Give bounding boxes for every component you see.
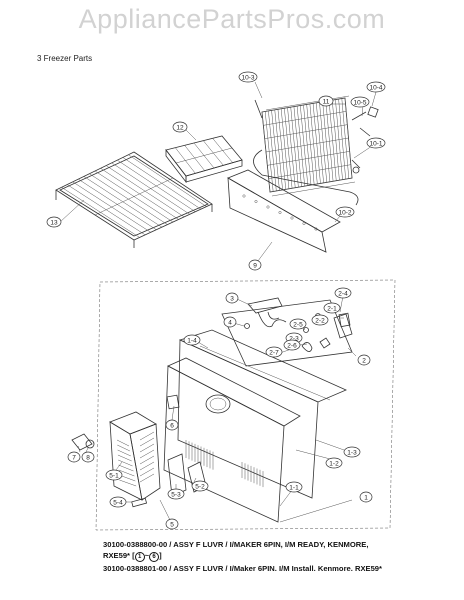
svg-text:1-4: 1-4: [187, 338, 197, 345]
callout-9: 9: [248, 259, 262, 271]
section-title: 3 Freezer Parts: [37, 54, 93, 63]
svg-text:2-1: 2-1: [327, 306, 337, 313]
evaporator-coil: [253, 95, 361, 206]
svg-text:1-2: 1-2: [329, 461, 339, 468]
svg-text:10-1: 10-1: [369, 141, 382, 148]
caption-line-1-cont: RXE59* [1~6]: [103, 551, 162, 562]
svg-text:5-4: 5-4: [113, 500, 123, 507]
callout-12: 12: [172, 121, 188, 133]
small-parts: [71, 394, 180, 508]
callout-1-3: 1-3: [343, 446, 361, 458]
svg-text:12: 12: [176, 125, 184, 132]
svg-text:1-3: 1-3: [347, 450, 357, 457]
callout-10-2: 10-2: [335, 206, 355, 218]
svg-text:2-5: 2-5: [293, 322, 303, 329]
callout-10-3: 10-3: [238, 71, 258, 83]
front-panel: [163, 357, 301, 523]
wire-shelf: [55, 151, 213, 248]
defrost-parts: [351, 106, 379, 174]
callout-8: 8: [81, 451, 95, 463]
svg-text:6: 6: [170, 423, 174, 430]
callout-2-7: 2-7: [265, 346, 283, 358]
callout-1-4: 1-4: [183, 334, 201, 346]
evaporator-cover: [227, 169, 341, 253]
caption-line-2: 30100-0388801-00 / ASSY F LUVR / I/Maker…: [103, 564, 382, 573]
svg-text:2-4: 2-4: [338, 291, 348, 298]
leader-lines: [59, 81, 377, 523]
callout-1-1: 1-1: [285, 481, 303, 493]
callout-7: 7: [67, 451, 81, 463]
ice-tray: [165, 135, 243, 184]
callout-5-4: 5-4: [109, 496, 127, 508]
callout-10-5: 10-5: [350, 96, 370, 108]
callout-4: 4: [223, 316, 237, 328]
svg-text:10-2: 10-2: [338, 210, 351, 217]
svg-text:13: 13: [50, 220, 58, 227]
callout-5-2: 5-2: [191, 480, 209, 492]
callout-1-2: 1-2: [325, 457, 343, 469]
svg-text:1-1: 1-1: [289, 485, 299, 492]
ice-dispenser-housing: [109, 411, 161, 501]
svg-text:4: 4: [228, 320, 232, 327]
callout-2-4: 2-4: [334, 287, 352, 299]
svg-text:10-3: 10-3: [241, 75, 254, 82]
caption-suffix: ]: [159, 551, 162, 560]
svg-text:10-5: 10-5: [353, 100, 366, 107]
callout-5-3: 5-3: [167, 488, 185, 500]
svg-text:2-3: 2-3: [289, 336, 299, 343]
svg-text:2-6: 2-6: [287, 343, 297, 350]
rear-panel: [177, 329, 347, 499]
callout-5-1: 5-1: [105, 469, 123, 481]
svg-text:2-2: 2-2: [315, 318, 325, 325]
svg-text:10-4: 10-4: [369, 85, 382, 92]
caption-prefix: RXE59* [: [103, 551, 135, 560]
svg-text:9: 9: [253, 263, 257, 270]
svg-text:2: 2: [362, 358, 366, 365]
watermark-text: AppliancePartsPros.com: [78, 4, 386, 34]
svg-text:5-2: 5-2: [195, 484, 205, 491]
range-separator: ~: [144, 551, 150, 560]
callout-2-2: 2-2: [311, 314, 329, 326]
callout-2-6: 2-6: [283, 339, 301, 351]
callout-1: 1: [359, 491, 373, 503]
callout-2-1: 2-1: [323, 302, 341, 314]
svg-text:2-7: 2-7: [269, 350, 279, 357]
callout-2: 2: [357, 354, 371, 366]
callout-10-4: 10-4: [366, 81, 386, 93]
svg-text:11: 11: [323, 99, 330, 106]
assembly-frame: [95, 279, 396, 531]
svg-text:5-1: 5-1: [109, 473, 119, 480]
svg-text:3: 3: [230, 296, 234, 303]
callout-11: 11: [318, 95, 334, 107]
callout-2-5: 2-5: [289, 318, 307, 330]
caption-line-1: 30100-0388800-00 / ASSY F LUVR / I/MAKER…: [103, 540, 369, 549]
wire-harness: [247, 297, 287, 328]
callout-3: 3: [225, 292, 239, 304]
range-end-ring: 6: [149, 552, 160, 562]
svg-text:8: 8: [86, 455, 90, 462]
range-start-ring: 1: [134, 552, 145, 562]
callout-6: 6: [165, 419, 179, 431]
svg-text:5: 5: [170, 522, 174, 529]
svg-text:5-3: 5-3: [171, 492, 181, 499]
callout-5: 5: [165, 518, 179, 530]
callout-10-1: 10-1: [366, 137, 386, 149]
callout-13: 13: [46, 216, 62, 228]
svg-text:7: 7: [72, 455, 76, 462]
svg-text:1: 1: [364, 495, 368, 502]
